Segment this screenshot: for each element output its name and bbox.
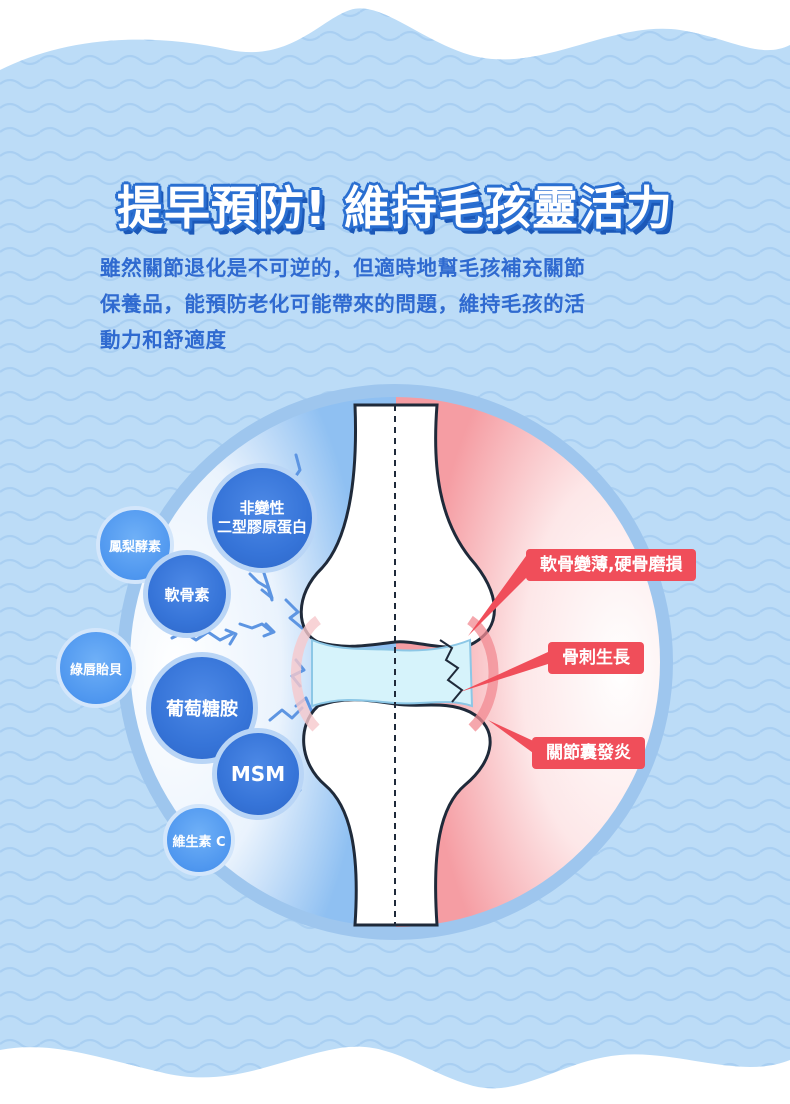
intro-line: 保養品，能預防老化可能帶來的問題，維持毛孩的活: [100, 292, 586, 316]
nutrient-collagen-bubble: 非變性 二型膠原蛋白: [207, 463, 317, 573]
intro-line: 雖然關節退化是不可逆的，但適時地幫毛孩補充關節: [100, 256, 586, 280]
nutrient-vitaminc-label: 維生素 C: [172, 834, 226, 850]
nutrient-bromelain-bubble: 鳳梨酵素: [96, 506, 174, 584]
nutrient-collagen-line2: 二型膠原蛋白: [216, 518, 307, 536]
nutrient-chondroitin-label: 軟骨素: [164, 585, 210, 604]
condition-bone-spur-tag: 骨刺生長: [548, 642, 644, 674]
nutrient-vitaminc-bubble: 維生素 C: [163, 804, 235, 876]
pointer-bone-spur: [460, 652, 548, 692]
nutrient-collagen-line1: 非變性: [239, 499, 285, 517]
nutrient-bromelain-label: 鳳梨酵素: [108, 539, 161, 555]
lower-bone: [302, 698, 492, 927]
pointer-cartilage: [468, 556, 534, 636]
nutrient-msm-bubble: MSM: [212, 728, 304, 820]
nutrient-glucosamine-label: 葡萄糖胺: [166, 699, 238, 720]
headline: 提早預防! 維持毛孩靈活力: [117, 181, 673, 235]
nutrient-mussel-bubble: 綠唇貽貝: [56, 628, 136, 708]
nutrient-mussel-label: 綠唇貽貝: [69, 662, 122, 678]
pointer-capsule: [488, 720, 540, 758]
intro-line: 動力和舒適度: [100, 328, 227, 352]
condition-cartilage-tag: 軟骨變薄,硬骨磨損: [526, 549, 697, 581]
nutrient-chondroitin-bubble: 軟骨素: [143, 550, 231, 638]
nutrient-msm-label: MSM: [230, 762, 286, 786]
cartilage: [311, 638, 474, 708]
intro-paragraph: 雖然關節退化是不可逆的，但適時地幫毛孩補充關節 保養品，能預防老化可能帶來的問題…: [100, 250, 700, 358]
condition-capsulitis-tag: 關節囊發炎: [532, 737, 645, 769]
